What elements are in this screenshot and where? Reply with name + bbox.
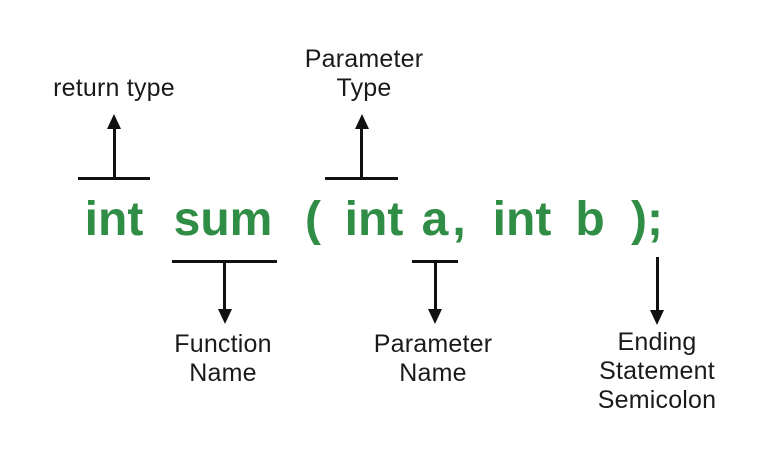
code-token-param2-name-b: b [575, 193, 605, 246]
code-token-param2-type-int: int [492, 193, 552, 246]
arrow-shaft [655, 257, 659, 312]
return-type-pointer [78, 114, 150, 180]
arrow-shaft [433, 263, 437, 311]
code-token-close-paren-semicolon: ); [631, 193, 663, 246]
code-token-comma: , [452, 193, 466, 246]
down-arrowhead-icon [428, 309, 442, 324]
down-arrowhead-icon [217, 309, 232, 324]
parameter-type-label: Parameter Type [304, 45, 424, 102]
code-token-return-type-int: int [84, 193, 144, 246]
arrow-shaft [360, 127, 363, 177]
code-token-function-name-sum: sum [173, 193, 273, 246]
function-name-label: Function Name [174, 330, 272, 387]
function-name-pointer [172, 260, 277, 324]
arrow-shaft [223, 263, 226, 311]
semicolon-pointer [643, 257, 671, 325]
overline-bar [412, 260, 458, 263]
return-type-label: return type [53, 74, 175, 102]
ending-statement-semicolon-label: Ending Statement Semicolon [597, 328, 717, 414]
parameter-name-pointer [412, 260, 458, 324]
up-arrowhead-icon [107, 114, 121, 129]
overline-bar [172, 260, 277, 263]
parameter-name-label: Parameter Name [373, 330, 493, 387]
parameter-type-pointer [325, 114, 398, 180]
code-token-open-paren: ( [305, 193, 321, 246]
underline-bar [78, 177, 150, 180]
arrow-shaft [112, 127, 116, 177]
up-arrowhead-icon [354, 114, 369, 129]
underline-bar [325, 177, 398, 180]
code-token-param1-type-int: int [344, 193, 404, 246]
down-arrowhead-icon [650, 310, 664, 325]
code-token-param1-name-a: a [421, 193, 449, 246]
